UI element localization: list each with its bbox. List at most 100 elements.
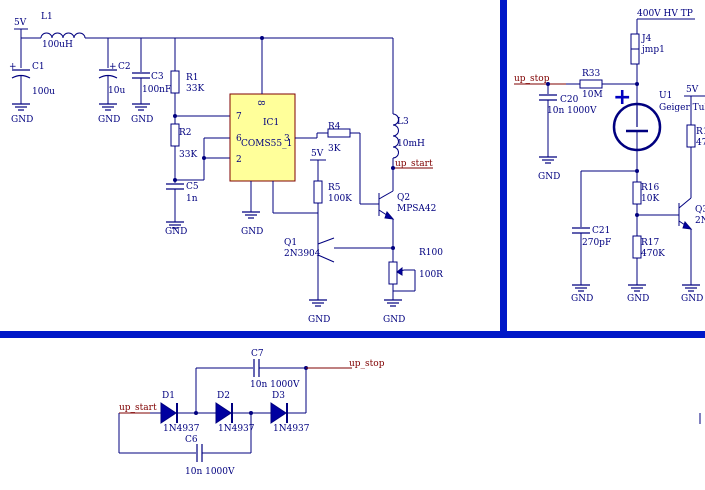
svg-text:GND: GND	[681, 294, 703, 304]
d3-value: 1N4937	[273, 424, 310, 434]
svg-text:2N: 2N	[695, 216, 705, 226]
svg-text:GND: GND	[538, 172, 560, 182]
resistor-r5	[313, 180, 323, 204]
q1-value: 2N3904	[284, 249, 321, 259]
c2-value: 10u	[108, 86, 125, 96]
r100-ref: R100	[419, 248, 443, 258]
resistor-partial-right	[686, 124, 696, 148]
svg-text:Q3: Q3	[695, 205, 705, 215]
svg-text:GND: GND	[383, 315, 405, 325]
svg-text:+: +	[109, 62, 117, 72]
net-up-start-bottom: up_start	[119, 403, 157, 413]
hv-testpoint-label: 400V HV TP	[637, 9, 693, 19]
svg-text:+: +	[613, 85, 631, 110]
svg-text:GND: GND	[98, 115, 120, 125]
resistor-r16	[632, 181, 642, 205]
l3-ref: L3	[397, 117, 409, 127]
c6-value: 10n 1000V	[185, 467, 235, 477]
svg-text:7: 7	[236, 112, 242, 122]
svg-text:GND: GND	[571, 294, 593, 304]
resistor-r100	[388, 261, 398, 285]
diode-d2	[215, 402, 232, 424]
r17-ref: R17	[641, 238, 660, 248]
ic1-value: COMS55_1	[241, 139, 292, 149]
c5-ref: C5	[186, 182, 199, 192]
svg-text:8: 8	[255, 100, 265, 106]
net-up-start-label: up_start	[395, 159, 433, 169]
c1-ref: C1	[32, 62, 45, 72]
svg-text:47: 47	[696, 138, 705, 148]
d2-value: 1N4937	[218, 424, 255, 434]
q1-ref: Q1	[284, 238, 297, 248]
svg-text:R1: R1	[696, 127, 705, 137]
svg-text:5V: 5V	[311, 149, 324, 159]
d3-ref: D3	[272, 391, 285, 401]
d2-ref: D2	[217, 391, 230, 401]
q2-value: MPSA42	[397, 204, 436, 214]
j4-ref: J4	[641, 34, 652, 44]
r33-value: 10M	[582, 90, 603, 100]
svg-text:3: 3	[284, 134, 290, 144]
resistor-r2	[170, 123, 180, 147]
resistor-r33	[579, 79, 603, 89]
c1-value: 100u	[32, 87, 55, 97]
inductor-l3	[392, 113, 399, 159]
u1-ref: U1	[659, 91, 672, 101]
boost-converter-section: 5V L1 100uH + C1 100u GND + C2 10u GND	[9, 12, 443, 325]
resistor-r17	[632, 235, 642, 259]
q2-ref: Q2	[397, 193, 410, 203]
r5-value: 100K	[328, 194, 352, 204]
horizontal-separator	[0, 331, 705, 338]
r1-value: 33K	[186, 84, 204, 94]
ic1-555-timer	[229, 93, 296, 182]
svg-text:2: 2	[236, 155, 242, 165]
diode-d3	[270, 402, 287, 424]
r4-ref: R4	[328, 122, 341, 132]
vcc-label: 5V	[14, 18, 27, 28]
svg-text:GND: GND	[627, 294, 649, 304]
u1-value: Geiger Tube	[659, 103, 705, 113]
c20-ref: C20	[560, 95, 579, 105]
r17-value: 470K	[641, 249, 665, 259]
c2-ref: C2	[118, 62, 131, 72]
d1-value: 1N4937	[163, 424, 200, 434]
c7-ref: C7	[251, 349, 264, 359]
svg-text:GND: GND	[241, 227, 263, 237]
resistor-r1	[170, 70, 180, 94]
l1-ref: L1	[41, 12, 53, 22]
diode-d1	[160, 402, 177, 424]
d1-ref: D1	[162, 391, 175, 401]
c3-value: 100nF	[142, 85, 171, 95]
j4-value: jmp1	[641, 45, 665, 55]
r5-ref: R5	[328, 183, 341, 193]
r16-ref: R16	[641, 183, 660, 193]
r1-ref: R1	[186, 73, 199, 83]
r33-ref: R33	[582, 69, 601, 79]
c21-ref: C21	[592, 226, 610, 236]
c20-value: 10n 1000V	[547, 106, 597, 116]
ic1-ref: IC1	[263, 118, 279, 128]
c6-ref: C6	[185, 435, 198, 445]
c5-value: 1n	[186, 194, 198, 204]
inductor-l1	[40, 32, 86, 39]
svg-text:5V: 5V	[686, 85, 699, 95]
r2-ref: R2	[179, 128, 192, 138]
svg-text:GND: GND	[165, 227, 187, 237]
net-up-stop-bottom: up_stop	[349, 359, 385, 369]
geiger-tube-section: 400V HV TP J4 jmp1 up_stop R33 10M C20 1…	[514, 9, 705, 304]
c7-value: 10n 1000V	[250, 380, 300, 390]
l3-value: 10mH	[397, 139, 425, 149]
r100-value: 100R	[419, 270, 443, 280]
gnd-label: GND	[11, 115, 33, 125]
svg-text:GND: GND	[131, 115, 153, 125]
vertical-separator	[500, 0, 507, 332]
c3-ref: C3	[151, 72, 164, 82]
svg-text:6: 6	[236, 134, 242, 144]
svg-text:GND: GND	[308, 315, 330, 325]
r2-value: 33K	[179, 150, 197, 160]
net-up-stop-label: up_stop	[514, 74, 550, 84]
c21-value: 270pF	[582, 238, 611, 248]
l1-value: 100uH	[42, 40, 73, 50]
transistor-q1	[317, 237, 335, 245]
